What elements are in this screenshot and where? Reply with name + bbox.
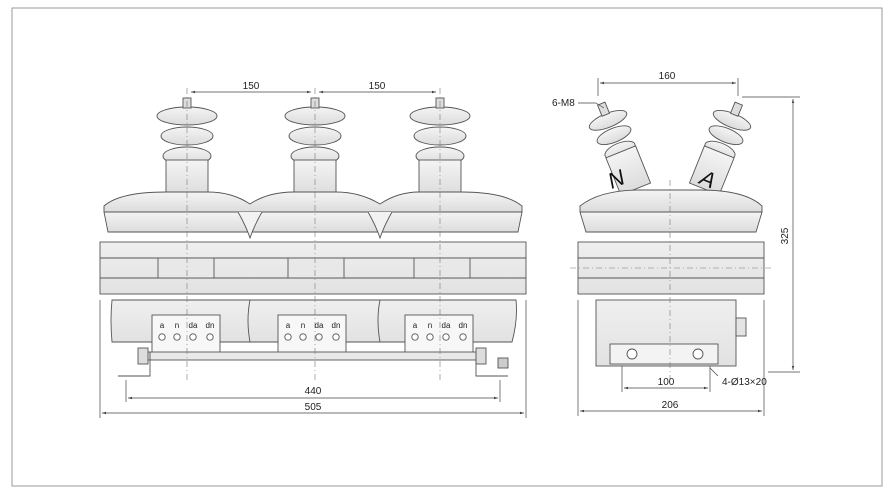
dim-pitch-left: 150 <box>243 81 260 92</box>
terminal-label: a <box>160 321 165 330</box>
terminal-labels-3: a n da dn <box>413 321 468 330</box>
terminal-label: n <box>175 321 179 330</box>
holes-annotation: 4-Ø13×20 <box>722 377 767 388</box>
side-insulator-left <box>588 101 652 196</box>
terminal-label: a <box>413 321 418 330</box>
terminal-label: n <box>301 321 305 330</box>
bolt-annotation: 6-M8 <box>552 98 575 109</box>
dim-hole-spacing: 100 <box>658 377 675 388</box>
dim-base-width: 206 <box>662 400 679 411</box>
terminal-label: a <box>286 321 291 330</box>
terminal-label: n <box>428 321 432 330</box>
dim-height: 325 <box>780 227 791 244</box>
side-dimensions <box>577 78 800 416</box>
drawing-frame <box>11 7 883 487</box>
upper-shed <box>103 191 523 213</box>
terminal-label: dn <box>459 321 468 330</box>
terminal-label: da <box>189 321 198 330</box>
terminal-label: da <box>315 321 324 330</box>
side-insulator-right <box>688 101 752 196</box>
terminal-label: dn <box>332 321 341 330</box>
terminal-label: da <box>442 321 451 330</box>
terminal-labels-2: a n da dn <box>286 321 341 330</box>
side-centerlines <box>570 180 772 380</box>
side-view <box>577 101 765 367</box>
dim-top-spacing: 160 <box>659 71 676 82</box>
front-dimensions <box>99 90 527 418</box>
front-view <box>99 97 527 377</box>
dim-pitch-right: 150 <box>369 81 386 92</box>
dim-mount-width: 440 <box>305 386 322 397</box>
dim-overall-width: 505 <box>305 402 322 413</box>
terminal-label: dn <box>206 321 215 330</box>
terminal-labels-1: a n da dn <box>160 321 215 330</box>
front-centerlines <box>186 88 441 380</box>
